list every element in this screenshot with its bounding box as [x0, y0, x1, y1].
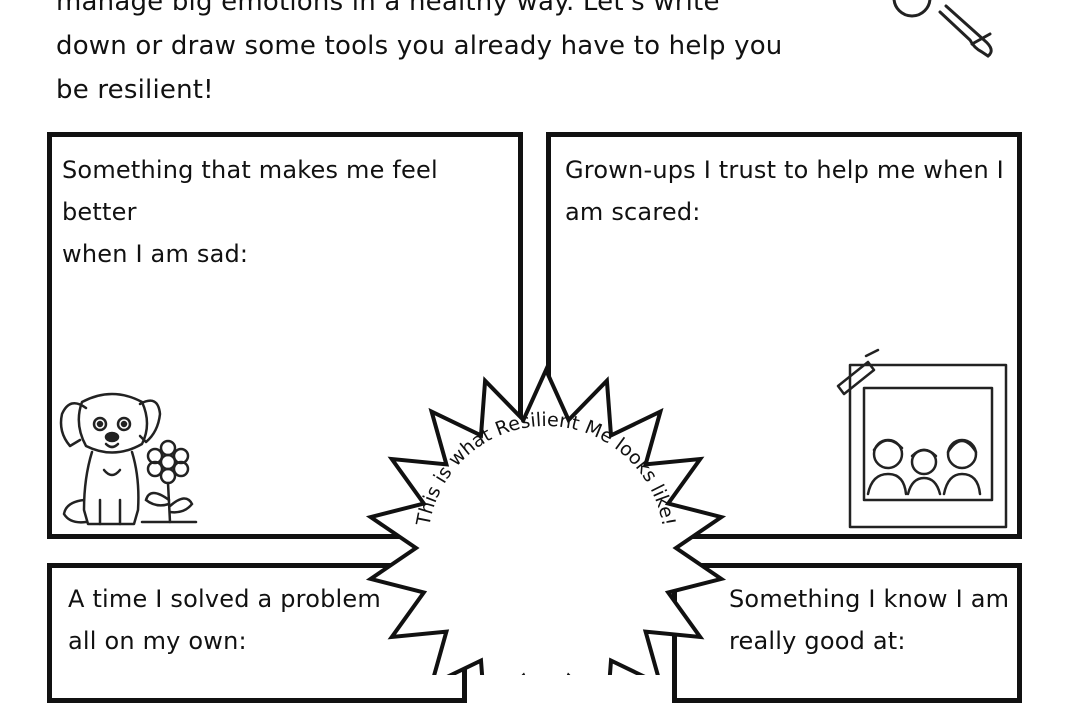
intro-line-2: down or draw some tools you already have… [56, 31, 783, 61]
box-solved-problem-line-2: all on my own: [68, 627, 247, 655]
box-feel-better-line-2: when I am sad: [62, 240, 249, 268]
box-feel-better-prompt: Something that makes me feel better when… [62, 149, 518, 275]
puppy-icon [59, 392, 162, 526]
box-good-at-line-2: really good at: [729, 627, 906, 655]
family-photo-icon [836, 348, 1008, 529]
box-trusted-grownups-prompt: Grown-ups I trust to help me when I am s… [565, 149, 1004, 233]
intro-text: manage big emotions in a healthy way. Le… [56, 0, 816, 112]
box-feel-better[interactable]: Something that makes me feel better when… [47, 132, 523, 539]
starburst-shape [365, 365, 727, 675]
flower-icon [140, 439, 198, 524]
intro-line-1: manage big emotions in a healthy way. Le… [56, 0, 720, 17]
box-good-at-line-1: Something I know I am [729, 585, 1010, 613]
magnifying-glass-icon [892, 0, 993, 58]
box-feel-better-line-1: Something that makes me feel better [62, 156, 438, 226]
artwork-layer: This is what Resilient Me looks like! [59, 0, 1008, 675]
box-solved-problem-prompt: A time I solved a problem all on my own: [68, 578, 381, 662]
box-trusted-grownups-line-2: am scared: [565, 198, 701, 226]
intro-line-3: be resilient! [56, 75, 214, 105]
box-solved-problem-line-1: A time I solved a problem [68, 585, 381, 613]
box-good-at-prompt: Something I know I am really good at: [729, 578, 1009, 662]
box-trusted-grownups-line-1: Grown-ups I trust to help me when I [565, 156, 1004, 184]
